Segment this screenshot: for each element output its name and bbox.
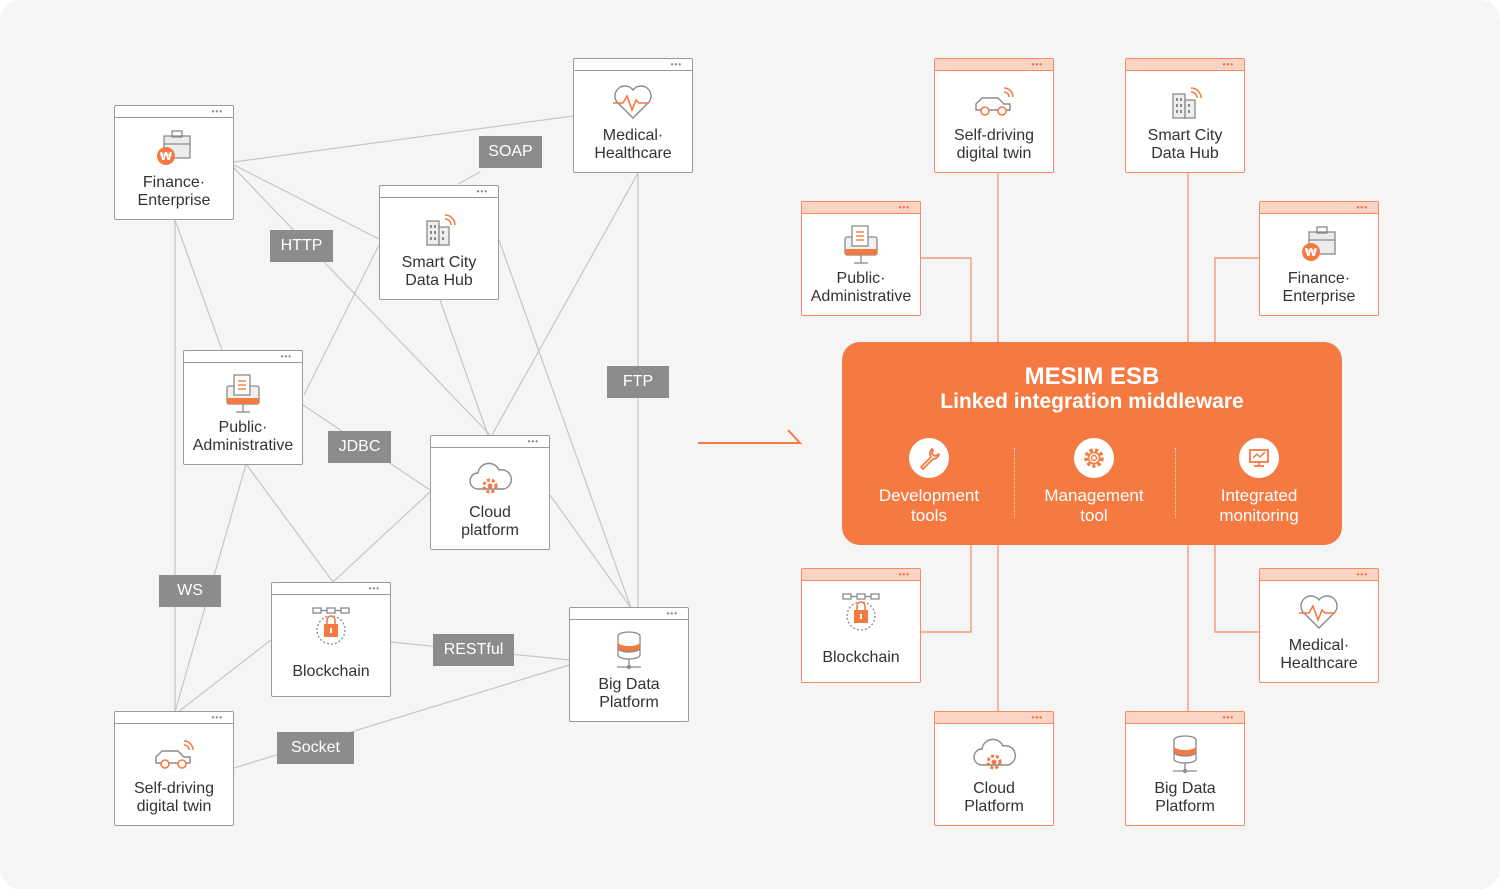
feature-divider — [1014, 448, 1015, 518]
wrench-icon — [909, 438, 949, 478]
node-label-line1: Cloud — [469, 504, 511, 521]
svg-text:₩: ₩ — [1305, 246, 1317, 259]
node-medical-healthcare: ••• Medical·Healthcare — [573, 58, 693, 173]
protocol-tag-ws: WS — [159, 575, 221, 607]
node-label-line1: Big Data — [1154, 780, 1216, 797]
gear-icon — [1074, 438, 1114, 478]
node-label-line1: Public· — [218, 419, 268, 436]
node-label-line2: Platform — [599, 694, 659, 711]
node-label-line2: Platform — [964, 798, 1024, 815]
node-label-line2: Administrative — [192, 437, 294, 454]
node-label-line1: Self-driving — [953, 127, 1035, 144]
monitor-icon — [1239, 438, 1279, 478]
node-label-line2: digital twin — [136, 798, 212, 815]
hub-node-medical-healthcare: ••• Medical·Healthcare — [1259, 568, 1379, 683]
hub-node-public-administrative: ••• Public·Administrative — [801, 201, 921, 316]
node-label-line2: Administrative — [810, 288, 912, 305]
protocol-tag-jdbc: JDBC — [328, 431, 391, 463]
feature-divider — [1175, 448, 1176, 518]
car-signal-icon — [115, 732, 233, 778]
node-label-line1: Self-driving — [133, 780, 215, 797]
protocol-tag-soap: SOAP — [479, 136, 542, 168]
database-icon — [1126, 732, 1244, 778]
cloud-gear-icon — [431, 456, 549, 502]
feature-label-line2: monitoring — [1219, 506, 1299, 525]
node-label-line1: Smart City — [401, 254, 477, 271]
node-blockchain: ••• Blockchain — [271, 582, 391, 697]
hub-node-blockchain: ••• Blockchain — [801, 568, 921, 683]
hub-node-finance-enterprise: ••• ₩ Finance·Enterprise — [1259, 201, 1379, 316]
node-label-line1: Smart City — [1147, 127, 1223, 144]
esb-subtitle: Linked integration middleware — [940, 390, 1244, 413]
feature-label-line2: tools — [911, 506, 947, 525]
node-label-line2: Data Hub — [405, 272, 473, 289]
node-public-administrative: ••• Public·Administrative — [183, 350, 303, 465]
protocol-tag-http: HTTP — [270, 230, 333, 262]
feature-label-line1: Integrated — [1220, 486, 1298, 505]
building-signal-icon — [380, 206, 498, 252]
node-label-line2: Data Hub — [1151, 145, 1219, 162]
node-label-line2: Healthcare — [1280, 655, 1358, 672]
blockchain-lock-icon — [272, 603, 390, 649]
feature-label-line1: Management — [1044, 486, 1144, 505]
node-finance-enterprise: ••• ₩ Finance·Enterprise — [114, 105, 234, 220]
feature-label-line1: Development — [878, 486, 980, 505]
node-label-line1: Public· — [836, 270, 886, 287]
esb-hub: MESIM ESB Linked integration middleware … — [842, 342, 1342, 545]
node-label-line2: Healthcare — [594, 145, 672, 162]
building-signal-icon — [1126, 79, 1244, 125]
database-icon — [570, 628, 688, 674]
briefcase-won-icon: ₩ — [1260, 222, 1378, 268]
heart-pulse-icon — [574, 79, 692, 125]
node-label-line1: Medical· — [602, 127, 664, 144]
node-label-line2: Enterprise — [137, 192, 211, 209]
blockchain-lock-icon — [802, 589, 920, 635]
esb-title: MESIM ESB — [1024, 363, 1160, 390]
protocol-tag-ftp: FTP — [607, 366, 669, 398]
node-label-line2: Platform — [1155, 798, 1215, 815]
node-label-line1: Cloud — [973, 780, 1015, 797]
monitor-document-icon — [802, 222, 920, 268]
node-label-line2: digital twin — [956, 145, 1032, 162]
node-label-line1: Medical· — [1288, 637, 1350, 654]
node-label-line2: Enterprise — [1282, 288, 1356, 305]
heart-pulse-icon — [1260, 589, 1378, 635]
feature-label-line2: tool — [1080, 506, 1108, 525]
node-label-line1: Finance· — [1287, 270, 1351, 287]
monitor-document-icon — [184, 371, 302, 417]
arrow-right-icon — [698, 429, 803, 444]
car-signal-icon — [935, 79, 1053, 125]
svg-text:₩: ₩ — [160, 150, 172, 163]
briefcase-won-icon: ₩ — [115, 126, 233, 172]
node-label-line1: Finance· — [142, 174, 206, 191]
node-label-line1: Blockchain — [822, 649, 900, 666]
protocol-tag-restful: RESTful — [433, 634, 514, 666]
cloud-gear-icon — [935, 732, 1053, 778]
node-label-line1: Big Data — [598, 676, 660, 693]
protocol-tag-socket: Socket — [277, 732, 354, 764]
node-label-line1: Blockchain — [292, 663, 370, 680]
node-label-line2: platform — [461, 522, 519, 539]
